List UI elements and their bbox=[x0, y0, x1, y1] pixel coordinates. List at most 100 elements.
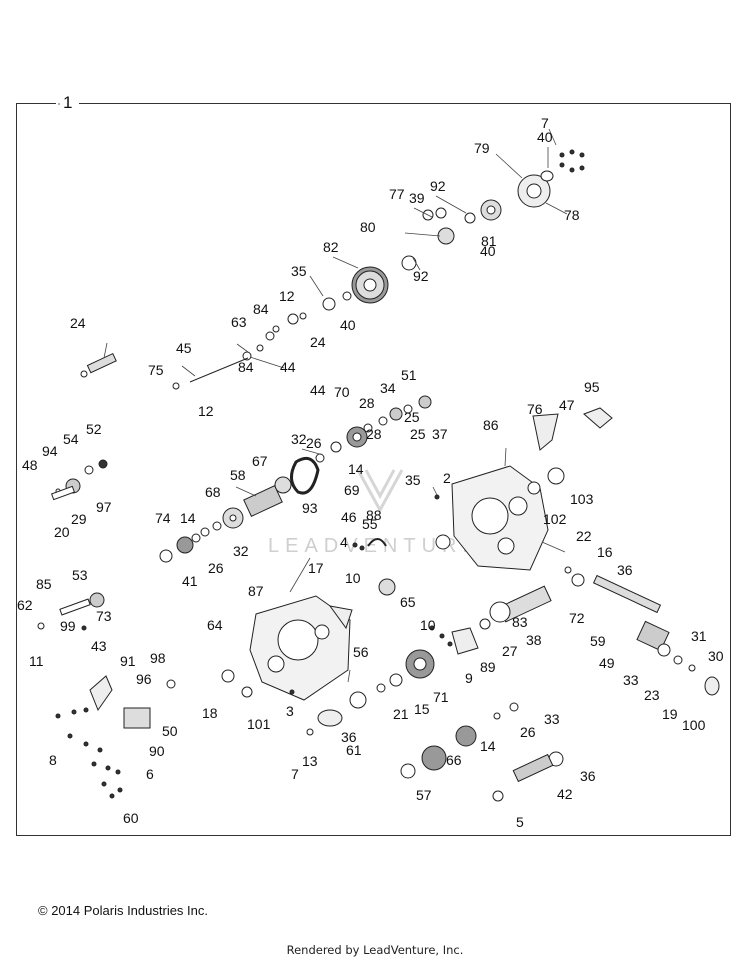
callout-label: 47 bbox=[559, 397, 575, 413]
callout-label: 77 bbox=[389, 186, 405, 202]
callout-label: 14 bbox=[480, 738, 496, 754]
callout-label: 17 bbox=[308, 560, 324, 576]
callout-label: 53 bbox=[72, 567, 88, 583]
callout-label: 82 bbox=[323, 239, 339, 255]
callout-label: 56 bbox=[353, 644, 369, 660]
callout-label: 91 bbox=[120, 653, 136, 669]
callout-label: 79 bbox=[474, 140, 490, 156]
watermark: LEADVENTURE bbox=[268, 535, 482, 557]
callout-label: 7 bbox=[541, 115, 549, 131]
callout-label: 36 bbox=[617, 562, 633, 578]
callout-label: 84 bbox=[238, 359, 254, 375]
callout-label: 7 bbox=[291, 766, 299, 782]
copyright-text: © 2014 Polaris Industries Inc. bbox=[38, 903, 208, 918]
callout-label: 27 bbox=[502, 643, 518, 659]
callout-label: 11 bbox=[29, 653, 44, 669]
callout-label: 95 bbox=[584, 379, 600, 395]
callout-label: 61 bbox=[346, 742, 362, 758]
callout-label: 26 bbox=[208, 560, 224, 576]
callout-label: 59 bbox=[590, 633, 606, 649]
callout-label: 58 bbox=[230, 467, 246, 483]
callout-label: 26 bbox=[520, 724, 536, 740]
callout-label: 92 bbox=[430, 178, 446, 194]
callout-label: 35 bbox=[405, 472, 421, 488]
shift-fork bbox=[352, 534, 451, 596]
callout-label: 72 bbox=[569, 610, 585, 626]
assembly-label: 1 bbox=[56, 93, 80, 113]
callout-label: 9 bbox=[465, 670, 473, 686]
output-shaft-assembly bbox=[405, 566, 720, 696]
callout-label: 99 bbox=[60, 618, 76, 634]
callout-label: 69 bbox=[344, 482, 360, 498]
callout-label: 44 bbox=[310, 382, 326, 398]
callout-label: 74 bbox=[155, 510, 171, 526]
callout-label: 46 bbox=[341, 509, 357, 525]
callout-label: 78 bbox=[564, 207, 580, 223]
callout-label: 88 bbox=[366, 507, 382, 523]
middle-gear-stack bbox=[159, 395, 432, 563]
callout-label: 2 bbox=[443, 470, 451, 486]
callout-label: 86 bbox=[483, 417, 499, 433]
callout-label: 34 bbox=[380, 380, 396, 396]
callout-label: 40 bbox=[537, 129, 553, 145]
callout-label: 18 bbox=[202, 705, 218, 721]
callout-label: 12 bbox=[279, 288, 295, 304]
callout-label: 14 bbox=[180, 510, 196, 526]
callout-label: 40 bbox=[480, 243, 496, 259]
callout-label: 60 bbox=[123, 810, 139, 826]
callout-label: 43 bbox=[91, 638, 107, 654]
callout-label: 48 bbox=[22, 457, 38, 473]
left-small-parts bbox=[50, 459, 108, 501]
callout-label: 19 bbox=[662, 706, 678, 722]
callout-label: 51 bbox=[401, 367, 417, 383]
callout-label: 92 bbox=[413, 268, 429, 284]
callout-label: 33 bbox=[544, 711, 560, 727]
callout-label: 64 bbox=[207, 617, 223, 633]
leader-lines bbox=[58, 103, 568, 683]
callout-label: 36 bbox=[580, 768, 596, 784]
callout-label: 87 bbox=[248, 583, 264, 599]
callout-label: 28 bbox=[366, 426, 382, 442]
callout-label: 65 bbox=[400, 594, 416, 610]
transmission-case-left bbox=[221, 595, 353, 701]
lower-left-parts bbox=[37, 592, 176, 799]
callout-label: 22 bbox=[576, 528, 592, 544]
callout-label: 84 bbox=[253, 301, 269, 317]
callout-label: 96 bbox=[136, 671, 152, 687]
callout-label: 76 bbox=[527, 401, 543, 417]
callout-label: 3 bbox=[286, 703, 294, 719]
callout-label: 80 bbox=[360, 219, 376, 235]
callout-label: 41 bbox=[182, 573, 198, 589]
callout-label: 68 bbox=[205, 484, 221, 500]
callout-label: 70 bbox=[334, 384, 350, 400]
callout-label: 14 bbox=[348, 461, 364, 477]
callout-label: 36 bbox=[341, 729, 357, 745]
callout-label: 37 bbox=[432, 426, 448, 442]
transmission-case-right bbox=[434, 407, 613, 571]
callout-label: 21 bbox=[393, 706, 409, 722]
callout-label: 4 bbox=[340, 534, 348, 550]
callout-label: 25 bbox=[410, 426, 426, 442]
callout-label: 5 bbox=[516, 814, 524, 830]
upper-gear-stack bbox=[172, 170, 554, 390]
callout-label: 13 bbox=[302, 753, 318, 769]
callout-label: 10 bbox=[420, 617, 436, 633]
callout-label: 23 bbox=[644, 687, 660, 703]
callout-label: 102 bbox=[543, 511, 567, 527]
callout-label: 42 bbox=[557, 786, 573, 802]
callout-label: 54 bbox=[63, 431, 79, 447]
callout-label: 93 bbox=[302, 500, 318, 516]
callout-label: 25 bbox=[404, 409, 420, 425]
callout-label: 24 bbox=[70, 315, 86, 331]
callout-label: 8 bbox=[49, 752, 57, 768]
callout-label: 32 bbox=[291, 431, 307, 447]
callout-label: 63 bbox=[231, 314, 247, 330]
callout-label: 71 bbox=[433, 689, 449, 705]
callout-label: 49 bbox=[599, 655, 615, 671]
callout-label: 33 bbox=[623, 672, 639, 688]
bolt-group-upper bbox=[559, 149, 585, 173]
callout-label: 81 bbox=[481, 233, 497, 249]
callout-label: 31 bbox=[691, 628, 707, 644]
callout-label: 35 bbox=[291, 263, 307, 279]
